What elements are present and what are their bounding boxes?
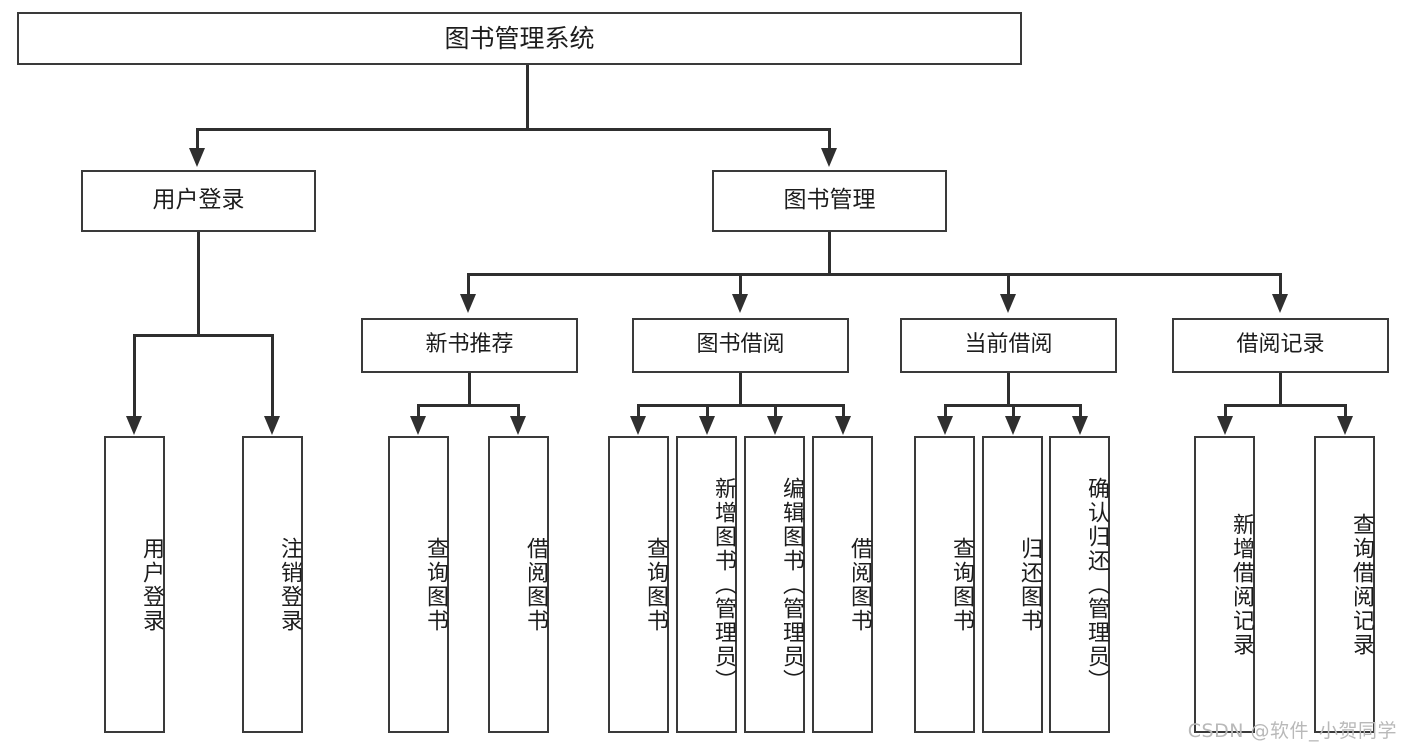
node-current-borrow[interactable]: 当前借阅 — [900, 318, 1117, 373]
connector-user-login-trunk — [197, 232, 200, 336]
node-label: 图书借阅 — [696, 332, 785, 358]
connector-book-borrow-bar — [637, 404, 843, 407]
connector-root-to-book-manage — [828, 128, 831, 150]
connector-new-book-branch-2 — [517, 404, 520, 417]
connector-level3-bar — [467, 273, 1279, 276]
arrowhead-bb-edit-book — [767, 416, 783, 435]
arrowhead-bb-add-book — [699, 416, 715, 435]
connector-new-book-trunk — [468, 373, 471, 406]
connector-cb-branch-2 — [1012, 404, 1015, 417]
leaf-cb-return-book[interactable]: 归还图书 — [982, 436, 1043, 733]
connector-bb-branch-1 — [637, 404, 640, 417]
arrowhead-nb-query-book — [410, 416, 426, 435]
node-user-login[interactable]: 用户登录 — [81, 170, 316, 232]
arrowhead-cb-query-book — [937, 416, 953, 435]
node-label: 编辑图书（管理员） — [779, 476, 804, 693]
node-label: 查询借阅记录 — [1349, 512, 1374, 657]
node-label: 归还图书 — [1017, 536, 1042, 633]
node-book-borrow[interactable]: 图书借阅 — [632, 318, 849, 373]
node-label: 图书管理系统 — [444, 23, 595, 53]
node-label: 新增图书（管理员） — [711, 476, 736, 693]
connector-user-login-bar — [133, 334, 273, 337]
arrowhead-current-borrow — [1000, 294, 1016, 313]
node-label: 当前借阅 — [964, 332, 1053, 358]
arrowhead-cb-confirm-return — [1072, 416, 1088, 435]
connector-br-branch-2 — [1344, 404, 1347, 417]
csdn-watermark: CSDN @软件_小贺同学 — [1187, 720, 1397, 742]
connector-book-borrow-trunk — [739, 373, 742, 406]
node-label: 图书管理 — [783, 187, 876, 214]
arrowhead-book-borrow — [732, 294, 748, 313]
arrowhead-leaf-logout — [264, 416, 280, 435]
connector-borrow-record-trunk — [1279, 373, 1282, 406]
leaf-br-query-record[interactable]: 查询借阅记录 — [1314, 436, 1375, 733]
connector-current-borrow-trunk — [1007, 373, 1010, 406]
connector-cb-branch-3 — [1079, 404, 1082, 417]
leaf-cb-confirm-return[interactable]: 确认归还（管理员） — [1049, 436, 1110, 733]
arrowhead-book-manage — [821, 148, 837, 167]
node-label: 新增借阅记录 — [1229, 512, 1254, 657]
connector-br-branch-1 — [1224, 404, 1227, 417]
node-new-book-recommend[interactable]: 新书推荐 — [361, 318, 578, 373]
arrowhead-br-query-record — [1337, 416, 1353, 435]
connector-root-trunk — [526, 65, 529, 128]
connector-root-to-user-login — [196, 128, 199, 150]
node-label: 新书推荐 — [425, 332, 514, 358]
node-label: 借阅记录 — [1236, 332, 1325, 358]
leaf-bb-query-book[interactable]: 查询图书 — [608, 436, 669, 733]
node-label: 借阅图书 — [523, 536, 548, 633]
connector-to-new-book — [467, 273, 470, 295]
connector-to-borrow-record — [1279, 273, 1282, 295]
node-label: 查询图书 — [949, 536, 974, 633]
node-label: 注销登录 — [277, 536, 302, 633]
node-label: 查询图书 — [643, 536, 668, 633]
node-label: 借阅图书 — [847, 536, 872, 633]
connector-bb-branch-4 — [842, 404, 845, 417]
leaf-br-add-record[interactable]: 新增借阅记录 — [1194, 436, 1255, 733]
connector-bb-branch-3 — [774, 404, 777, 417]
connector-user-login-branch-2 — [271, 334, 274, 417]
connector-new-book-branch-1 — [417, 404, 420, 417]
node-root-system[interactable]: 图书管理系统 — [17, 12, 1022, 65]
arrowhead-bb-query-book — [630, 416, 646, 435]
connector-user-login-branch-1 — [133, 334, 136, 417]
leaf-bb-borrow-book[interactable]: 借阅图书 — [812, 436, 873, 733]
leaf-user-login[interactable]: 用户登录 — [104, 436, 165, 733]
connector-root-bar — [196, 128, 830, 131]
arrowhead-br-add-record — [1217, 416, 1233, 435]
arrowhead-user-login — [189, 148, 205, 167]
arrowhead-bb-borrow-book — [835, 416, 851, 435]
arrowhead-borrow-record — [1272, 294, 1288, 313]
leaf-bb-edit-book[interactable]: 编辑图书（管理员） — [744, 436, 805, 733]
node-label: 确认归还（管理员） — [1084, 476, 1109, 693]
connector-bb-branch-2 — [706, 404, 709, 417]
leaf-bb-add-book[interactable]: 新增图书（管理员） — [676, 436, 737, 733]
node-book-management[interactable]: 图书管理 — [712, 170, 947, 232]
arrowhead-nb-borrow-book — [510, 416, 526, 435]
node-borrow-record[interactable]: 借阅记录 — [1172, 318, 1389, 373]
node-label: 用户登录 — [152, 187, 245, 214]
connector-cb-branch-1 — [944, 404, 947, 417]
connector-to-book-borrow — [739, 273, 742, 295]
leaf-cb-query-book[interactable]: 查询图书 — [914, 436, 975, 733]
connector-to-current-borrow — [1007, 273, 1010, 295]
leaf-logout[interactable]: 注销登录 — [242, 436, 303, 733]
arrowhead-new-book-recommend — [460, 294, 476, 313]
leaf-nb-query-book[interactable]: 查询图书 — [388, 436, 449, 733]
arrowhead-leaf-user-login — [126, 416, 142, 435]
connector-borrow-record-bar — [1224, 404, 1346, 407]
connector-new-book-bar — [417, 404, 519, 407]
node-label: 查询图书 — [423, 536, 448, 633]
arrowhead-cb-return-book — [1005, 416, 1021, 435]
leaf-nb-borrow-book[interactable]: 借阅图书 — [488, 436, 549, 733]
node-label: 用户登录 — [139, 536, 164, 633]
connector-book-manage-trunk — [828, 232, 831, 275]
